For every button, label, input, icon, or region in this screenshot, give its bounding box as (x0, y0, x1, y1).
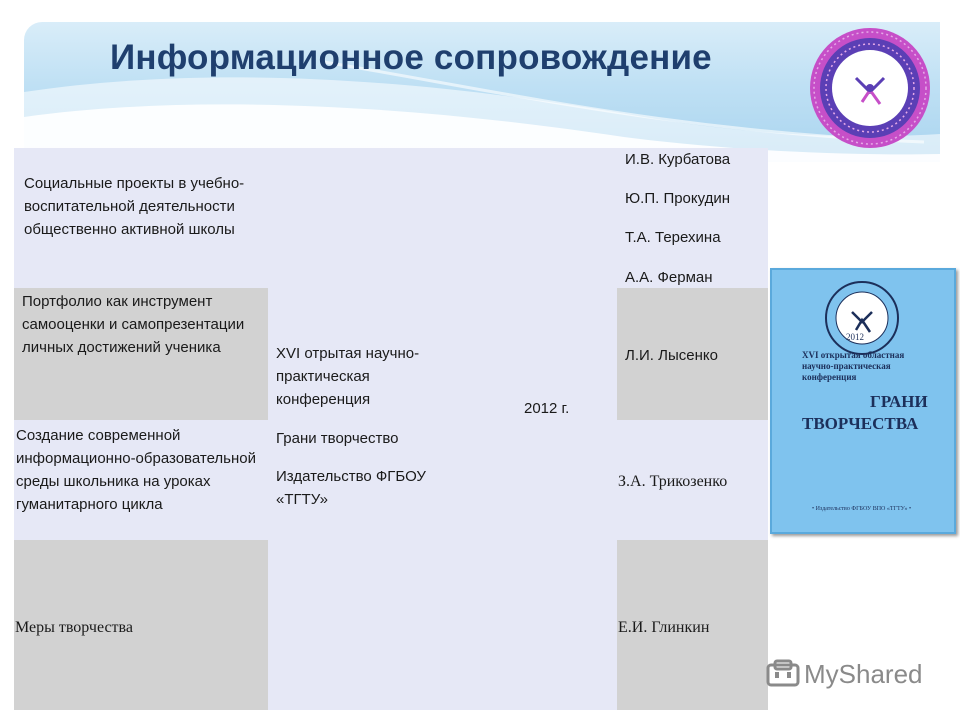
watermark-text: MyShared (804, 658, 923, 689)
cover-year: 2012 (846, 332, 864, 342)
mysshared-watermark: MyShared (766, 656, 923, 692)
collection-name: Грани творчество (276, 430, 399, 447)
row-2-topic-bg (14, 288, 268, 420)
cover-emblem-icon (825, 281, 899, 355)
book-cover-image: 2012 XVI открытая областная научно-практ… (770, 268, 956, 534)
page-title: Информационное сопровождение (110, 38, 712, 77)
row-1-bg (14, 148, 768, 288)
row-2-author: Л.И. Лысенко (625, 347, 718, 364)
row-1-author-3: Т.А. Терехина (625, 229, 721, 246)
row-3-topic: Создание современной информационно-образ… (16, 427, 256, 513)
row-3-topic-bg (14, 420, 268, 540)
row-4-topic: Меры творчества (15, 619, 133, 636)
watermark-logo-icon (766, 659, 800, 687)
row-1-author-2: Ю.П. Прокудин (625, 190, 731, 207)
banner-waves (24, 60, 940, 162)
row-1-author-1: И.В. Курбатова (625, 151, 731, 168)
row-2-author-bg (617, 288, 768, 420)
cover-title-line2: ТВОРЧЕСТВА (802, 414, 919, 433)
row-4-topic-bg (14, 540, 268, 710)
publication-bg (268, 288, 617, 540)
cover-footer: • Издательство ФГБОУ ВПО «ТГТУ» • (812, 506, 912, 512)
row-3-author: З.А. Трикозенко (618, 473, 728, 490)
row-2-topic: Портфолио как инструмент самооценки и са… (22, 293, 245, 356)
row-4-author: Е.И. Глинкин (618, 619, 710, 636)
row-4-author-bg (617, 540, 768, 710)
row-4-mid-bg (268, 540, 617, 710)
school-emblem-icon (810, 28, 930, 148)
cover-title-line1: ГРАНИ (870, 392, 928, 411)
row-1-topic: Социальные проекты в учебно-воспитательн… (24, 175, 245, 238)
publication-year: 2012 г. (524, 400, 570, 417)
row-3-author-bg (617, 420, 768, 540)
row-1-author-4: А.А. Ферман (625, 269, 713, 286)
conference-name: XVI отрытая научно-практическая конферен… (276, 345, 420, 408)
publisher: Издательство ФГБОУ «ТГТУ» (276, 468, 426, 508)
cover-subtitle: XVI открытая областная научно-практическ… (802, 350, 905, 382)
header-banner (24, 22, 940, 162)
